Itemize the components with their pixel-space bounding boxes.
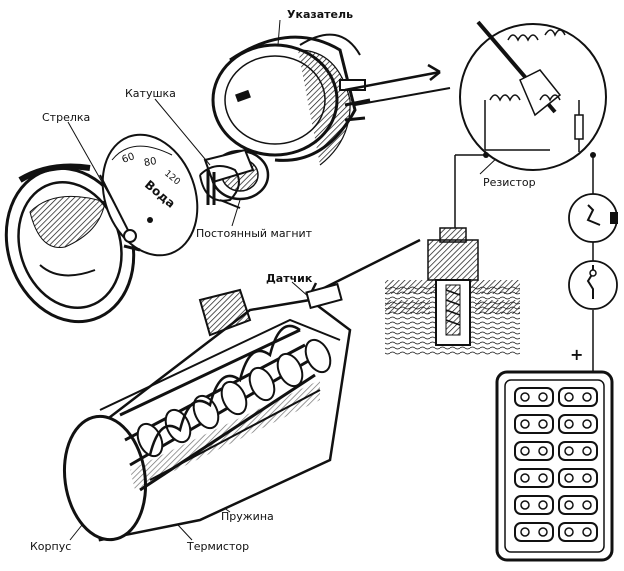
label-indicator: Указатель — [287, 8, 354, 21]
battery-cell — [558, 468, 598, 488]
label-needle: Стрелка — [42, 111, 91, 124]
battery-cell — [558, 387, 598, 407]
battery-cell — [558, 522, 598, 542]
schematic-circle — [459, 20, 607, 171]
battery-cell — [514, 387, 554, 407]
battery-cell — [514, 414, 554, 434]
needle — [99, 174, 141, 252]
label-spring: Пружина — [221, 510, 274, 523]
battery-cell — [558, 414, 598, 434]
battery-cell — [514, 468, 554, 488]
ignition-switch — [568, 193, 618, 243]
battery-cell — [514, 495, 554, 515]
label-thermistor: Термистор — [187, 540, 250, 553]
battery-cell — [558, 441, 598, 461]
label-resistor: Резистор — [483, 176, 536, 189]
label-coil: Катушка — [125, 87, 176, 100]
indicator-housing — [211, 33, 371, 166]
sensor-cross-section — [385, 227, 520, 356]
label-sensor: Датчик — [266, 272, 313, 285]
magnet-mechanism — [199, 148, 270, 209]
circuit-wires — [454, 154, 594, 375]
thermistor-pellet — [220, 380, 248, 416]
spring-coil — [130, 324, 321, 490]
thermistor-pellet — [276, 352, 304, 388]
label-housing: Корпус — [30, 540, 72, 553]
battery-cell — [514, 522, 554, 542]
battery-cell — [558, 495, 598, 515]
dial-scale-80: 80 — [143, 155, 158, 170]
battery-cell — [514, 441, 554, 461]
thermistor-pellet — [248, 366, 276, 402]
thermistor-pellet — [192, 394, 220, 430]
battery — [495, 370, 614, 562]
battery-plus: + — [570, 345, 584, 364]
fuse — [568, 260, 618, 310]
thermistor-pellet — [136, 422, 164, 458]
thermistor-pellet — [304, 338, 332, 374]
label-magnet: Постоянный магнит — [196, 227, 313, 240]
